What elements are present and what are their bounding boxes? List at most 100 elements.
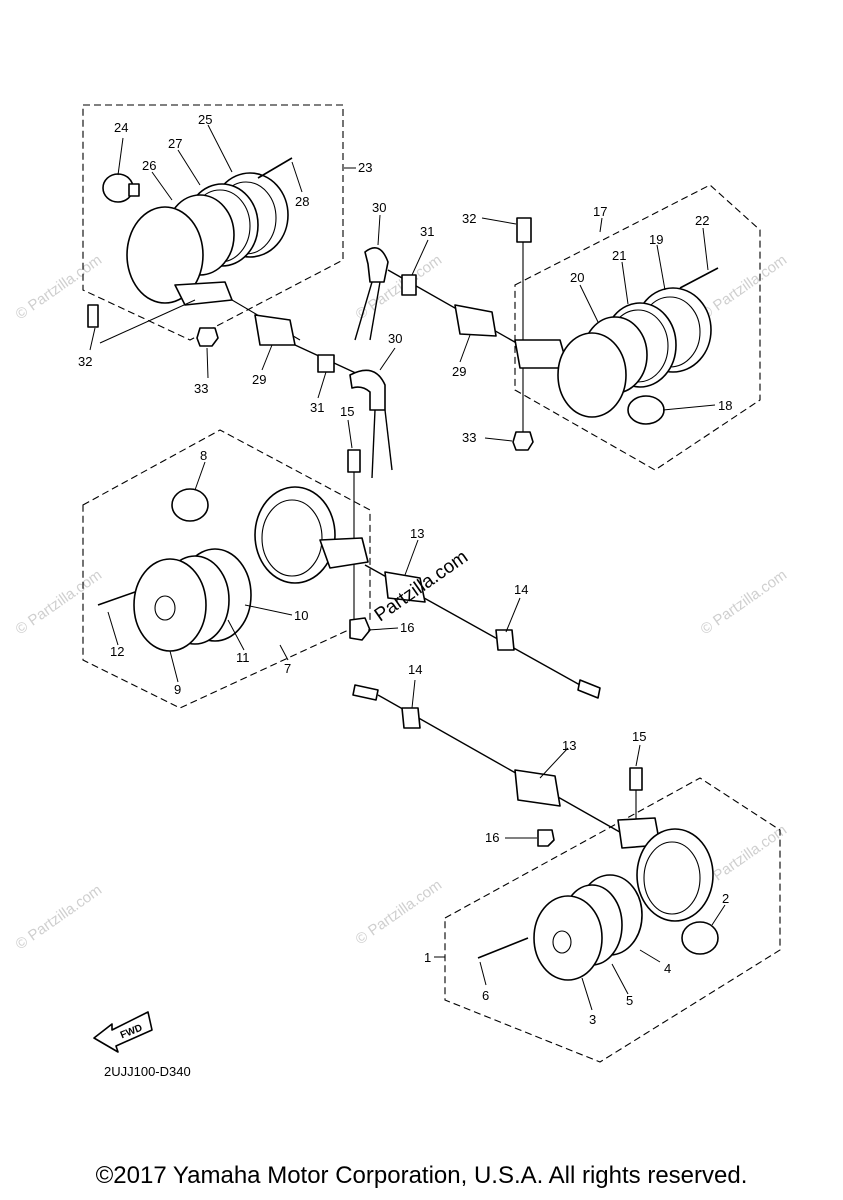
callout-24: 24 bbox=[114, 120, 128, 135]
copyright-footer: ©2017 Yamaha Motor Corporation, U.S.A. A… bbox=[95, 1162, 748, 1189]
lead-wire bbox=[354, 281, 373, 341]
leader bbox=[621, 261, 629, 305]
grommet-13-lower bbox=[514, 769, 561, 807]
watermark: © Partzilla.com bbox=[13, 566, 106, 638]
callout-29-right: 29 bbox=[452, 364, 466, 379]
leader bbox=[411, 679, 416, 709]
leader bbox=[377, 214, 381, 246]
connector-30-lower bbox=[349, 369, 386, 411]
leader bbox=[611, 963, 629, 995]
callout-5: 5 bbox=[626, 993, 633, 1008]
turn-signal-assembly-17 bbox=[354, 217, 719, 451]
bulb-base bbox=[128, 183, 140, 197]
connector-30-upper bbox=[364, 246, 389, 283]
housing-7 bbox=[254, 486, 336, 584]
nut-16-upper bbox=[349, 617, 371, 641]
turn-signal-assembly-23 bbox=[87, 157, 393, 479]
nut-16-lower bbox=[537, 829, 555, 847]
fwd-arrow: FWD bbox=[93, 1011, 153, 1053]
callout-18: 18 bbox=[718, 398, 732, 413]
bulb-2 bbox=[681, 921, 719, 955]
screw-28 bbox=[257, 157, 293, 179]
bolt-15-lower bbox=[629, 767, 643, 791]
callout-16: 16 bbox=[400, 620, 414, 635]
terminal-lower bbox=[352, 684, 379, 701]
leader bbox=[291, 161, 303, 193]
watermark: © Partzilla.com bbox=[353, 876, 446, 948]
callout-29: 29 bbox=[252, 372, 266, 387]
callout-17: 17 bbox=[593, 204, 607, 219]
lens-pattern bbox=[552, 930, 572, 954]
leader bbox=[635, 744, 641, 767]
leader bbox=[662, 404, 716, 411]
callout-33-right: 33 bbox=[462, 430, 476, 445]
leader bbox=[404, 539, 419, 576]
callout-16-lower: 16 bbox=[485, 830, 499, 845]
leader bbox=[639, 949, 661, 963]
group-box-7 bbox=[82, 429, 371, 709]
leader-lines bbox=[89, 124, 726, 1011]
callout-3: 3 bbox=[589, 1012, 596, 1027]
collar-14-upper bbox=[495, 629, 515, 651]
collar-31-right bbox=[401, 274, 417, 296]
leader bbox=[379, 347, 396, 371]
collar-14-lower bbox=[401, 707, 421, 729]
callout-14: 14 bbox=[514, 582, 528, 597]
leader bbox=[89, 327, 96, 351]
screw-22 bbox=[679, 267, 719, 289]
callout-6: 6 bbox=[482, 988, 489, 1003]
diagram-code: 2UJJ100-D340 bbox=[104, 1064, 191, 1079]
callout-23: 23 bbox=[358, 160, 372, 175]
lead-wire bbox=[384, 409, 393, 471]
group-box-17 bbox=[514, 184, 761, 471]
mount-bracket bbox=[174, 281, 233, 306]
group-box-23 bbox=[82, 104, 344, 341]
callout-22: 22 bbox=[695, 213, 709, 228]
callout-2: 2 bbox=[722, 891, 729, 906]
callout-4: 4 bbox=[664, 961, 671, 976]
callout-31: 31 bbox=[420, 224, 434, 239]
grommet-29-right bbox=[454, 304, 497, 337]
leader bbox=[484, 437, 513, 442]
leader bbox=[151, 171, 173, 201]
leader bbox=[581, 977, 593, 1011]
callout-21: 21 bbox=[612, 248, 626, 263]
callout-30-lower: 30 bbox=[388, 331, 402, 346]
callout-33: 33 bbox=[194, 381, 208, 396]
callout-25: 25 bbox=[198, 112, 212, 127]
bolt-15-upper bbox=[347, 449, 361, 473]
callout-15-lower: 15 bbox=[632, 729, 646, 744]
leader bbox=[169, 650, 179, 683]
watermark: © Partzilla.com bbox=[13, 881, 106, 953]
callout-20: 20 bbox=[570, 270, 584, 285]
callout-14-lower: 14 bbox=[408, 662, 422, 677]
screw-6 bbox=[477, 937, 529, 959]
leader bbox=[539, 747, 569, 779]
leader bbox=[177, 149, 201, 186]
leader bbox=[411, 239, 429, 276]
lens-pattern bbox=[154, 595, 176, 621]
leader bbox=[479, 961, 487, 986]
callout-8: 8 bbox=[200, 448, 207, 463]
leader bbox=[481, 217, 517, 225]
nut-33-left bbox=[196, 327, 219, 347]
callout-9: 9 bbox=[174, 682, 181, 697]
leader bbox=[702, 227, 709, 271]
lead-wire bbox=[369, 281, 381, 341]
lens-9 bbox=[133, 558, 207, 652]
callout-7: 7 bbox=[284, 661, 291, 676]
bulb-8 bbox=[171, 488, 209, 522]
callout-32: 32 bbox=[78, 354, 92, 369]
leader bbox=[279, 644, 289, 661]
leader bbox=[367, 627, 399, 631]
leader bbox=[711, 904, 726, 926]
grommet-29-left bbox=[254, 314, 296, 346]
fwd-arrow-shape bbox=[93, 1011, 153, 1053]
callout-19: 19 bbox=[649, 232, 663, 247]
lead-wire bbox=[371, 409, 376, 479]
leader bbox=[599, 217, 603, 233]
watermark: © Partzilla.com bbox=[353, 251, 446, 323]
group-box-1 bbox=[444, 777, 781, 1063]
leader bbox=[244, 604, 293, 616]
